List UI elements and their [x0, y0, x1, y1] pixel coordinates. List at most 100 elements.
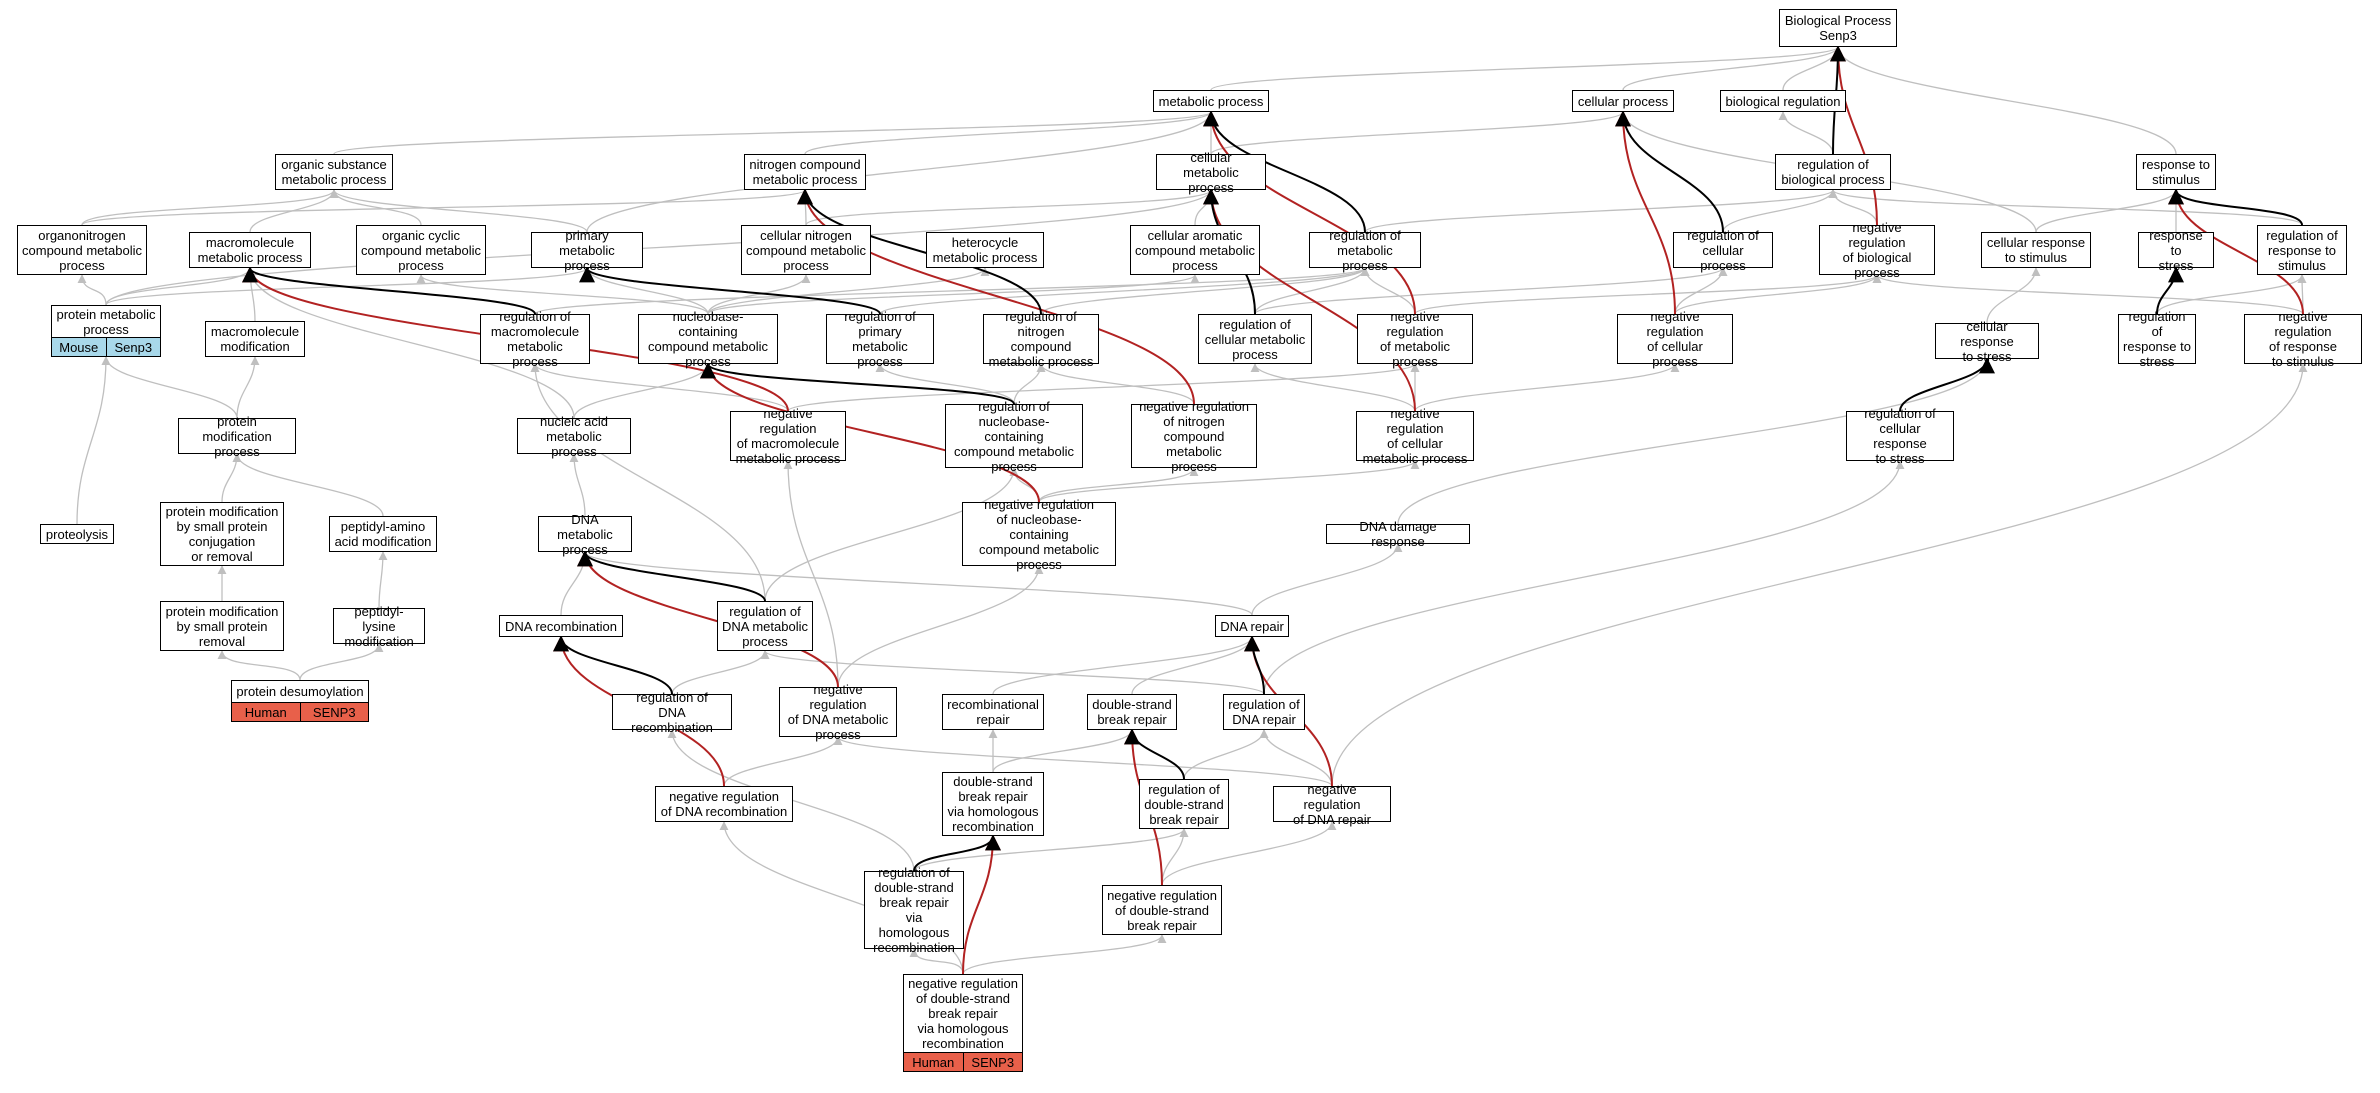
go-term-dnarep[interactable]: DNA repair: [1215, 615, 1289, 637]
go-term-nrncmp[interactable]: negative regulation of nitrogen compound…: [1131, 399, 1257, 474]
is-a-edge: [837, 565, 1044, 688]
go-term-plm[interactable]: peptidyl-lysine modification: [333, 604, 425, 649]
go-term-namp[interactable]: nucleic acid metabolic process: [517, 414, 631, 459]
regulates-edge: [797, 188, 1042, 315]
negatively-regulates-edge: [1830, 45, 1878, 226]
go-term-crstr[interactable]: cellular response to stress: [1935, 319, 2039, 364]
go-term-pmp[interactable]: primary metabolic process: [531, 228, 643, 273]
go-term-ncmp[interactable]: nitrogen compound metabolic process: [744, 154, 866, 190]
go-term-nrdnarep[interactable]: negative regulation of DNA repair: [1273, 782, 1391, 827]
go-term-prot[interactable]: proteolysis: [40, 524, 114, 544]
go-term-rcmp[interactable]: regulation of cellular metabolic process: [1198, 314, 1312, 364]
go-term-dsbrhr[interactable]: double-strand break repair via homologou…: [942, 772, 1044, 836]
is-a-edge: [962, 934, 1167, 975]
go-term-rncmp[interactable]: regulation of nitrogen compound metaboli…: [983, 309, 1099, 369]
go-term-rtstr[interactable]: response to stress: [2138, 228, 2214, 273]
go-term-cp[interactable]: cellular process: [1572, 90, 1674, 112]
go-term-nrcmp[interactable]: negative regulation of cellular metaboli…: [1356, 406, 1474, 466]
go-term-nrdsbr[interactable]: negative regulation of double-strand bre…: [1102, 885, 1222, 935]
go-term-dnarec[interactable]: DNA recombination: [499, 615, 623, 637]
is-a-edge: [1360, 267, 1416, 315]
go-term-osmp[interactable]: organic substance metabolic process: [275, 154, 393, 190]
go-term-rcp[interactable]: regulation of cellular process: [1673, 228, 1773, 273]
is-a-edge: [875, 363, 1015, 405]
go-term-rdnarep[interactable]: regulation of DNA repair: [1223, 694, 1305, 730]
go-term-hmp[interactable]: heterocycle metabolic process: [926, 232, 1044, 268]
go-term-rdnarec[interactable]: regulation of DNA recombination: [612, 690, 732, 735]
go-term-dnamp[interactable]: DNA metabolic process: [538, 512, 632, 557]
go-term-occmp[interactable]: organic cyclic compound metabolic proces…: [356, 225, 486, 275]
is-a-edge: [1210, 111, 1628, 155]
go-term-nrnbcmp[interactable]: negative regulation of nucleobase-contai…: [962, 497, 1116, 572]
go-term-mmp[interactable]: macromolecule metabolic process: [189, 232, 311, 268]
is-a-edge: [1364, 189, 1838, 233]
go-term-mmod[interactable]: macromolecule modification: [205, 321, 305, 357]
go-term-ddr[interactable]: DNA damage response: [1326, 519, 1470, 549]
go-term-rdnamp[interactable]: regulation of DNA metabolic process: [717, 601, 813, 651]
gene-symbol-tag: SENP3: [299, 703, 368, 721]
go-term-nrmp[interactable]: negative regulation of metabolic process: [1357, 309, 1473, 369]
negatively-regulates-edge: [1615, 110, 1676, 315]
go-term-recrep[interactable]: recombinational repair: [942, 694, 1044, 730]
go-term-rmp[interactable]: regulation of metabolic process: [1309, 228, 1421, 273]
is-a-edge: [1674, 267, 1728, 315]
go-term-rdsbr[interactable]: regulation of double-strand break repair: [1139, 779, 1229, 829]
is-a-edge: [569, 453, 586, 517]
is-a-edge: [1414, 363, 1680, 412]
go-term-pmod[interactable]: protein modification process: [178, 414, 296, 459]
is-a-edge: [1161, 821, 1337, 886]
go-term-nrbp[interactable]: negative regulation of biological proces…: [1819, 220, 1935, 280]
go-term-crs[interactable]: cellular response to stimulus: [1981, 232, 2091, 268]
go-term-nrrts[interactable]: negative regulation of response to stimu…: [2244, 309, 2362, 369]
go-term-nrcp[interactable]: negative regulation of cellular process: [1617, 309, 1733, 369]
go-term-nrdsbrhr[interactable]: negative regulation of double-strand bre…: [903, 974, 1023, 1052]
go-term-rpmp[interactable]: regulation of primary metabolic process: [826, 309, 934, 369]
go-term-nrdnarec[interactable]: negative regulation of DNA recombination: [655, 786, 793, 822]
go-term-rts[interactable]: response to stimulus: [2136, 154, 2216, 190]
go-term-rrts[interactable]: regulation of response to stimulus: [2257, 225, 2347, 275]
gene-symbol-tag: Senp3: [105, 338, 160, 356]
is-a-edge: [76, 356, 111, 525]
go-term-rbp[interactable]: regulation of biological process: [1775, 154, 1891, 190]
is-a-edge: [707, 274, 811, 315]
is-a-edge: [805, 189, 1216, 226]
go-term-mp[interactable]: metabolic process: [1153, 90, 1269, 112]
is-a-edge: [1397, 358, 1992, 525]
go-term-br[interactable]: biological regulation: [1720, 90, 1846, 112]
is-a-edge: [105, 189, 1216, 306]
negatively-regulates-edge: [700, 362, 1040, 503]
is-a-edge: [1263, 460, 1905, 695]
go-term-rnbcmp[interactable]: regulation of nucleobase-containing comp…: [945, 399, 1083, 474]
is-a-edge: [534, 267, 1370, 315]
go-term-nrdnamp[interactable]: negative regulation of DNA metabolic pro…: [779, 682, 897, 742]
is-a-edge: [1778, 111, 1834, 155]
go-term-pdesumo[interactable]: protein desumoylation: [231, 680, 369, 702]
go-term-rmmp[interactable]: regulation of macromolecule metabolic pr…: [480, 309, 590, 369]
go-term-prmp[interactable]: protein metabolic process: [51, 305, 161, 337]
regulates-edge: [1244, 635, 1265, 695]
go-term-nrmmp[interactable]: negative regulation of macromolecule met…: [730, 406, 846, 466]
go-term-rrstr[interactable]: regulation of response to stress: [2118, 309, 2196, 369]
go-term-pmspc[interactable]: protein modification by small protein co…: [160, 502, 284, 566]
go-term-pam[interactable]: peptidyl-amino acid modification: [329, 516, 437, 552]
is-a-edge: [783, 460, 839, 688]
go-term-rcrstr[interactable]: regulation of cellular response to stres…: [1846, 406, 1954, 466]
go-term-cncmp[interactable]: cellular nitrogen compound metabolic pro…: [741, 225, 871, 275]
go-term-rdsbrhr[interactable]: regulation of double-strand break repair…: [864, 865, 964, 955]
go-term-nbcmp[interactable]: nucleobase-containing compound metabolic…: [638, 309, 778, 369]
go-term-cmp[interactable]: cellular metabolic process: [1156, 150, 1266, 195]
is-a-edge: [833, 736, 1333, 787]
regulates-edge: [1615, 110, 1724, 233]
is-a-edge: [879, 267, 1370, 315]
gene-symbol-tag: SENP3: [962, 1053, 1022, 1071]
is-a-edge: [299, 643, 384, 681]
go-term-bp[interactable]: Biological Process Senp3: [1779, 9, 1897, 47]
is-a-edge: [1040, 267, 1370, 315]
go-term-dsbr[interactable]: double-strand break repair: [1087, 694, 1177, 730]
go-term-pmspr[interactable]: protein modification by small protein re…: [160, 601, 284, 651]
is-a-edge: [329, 189, 588, 233]
go-term-cacmp[interactable]: cellular aromatic compound metabolic pro…: [1130, 225, 1260, 275]
go-term-oncmp[interactable]: organonitrogen compound metabolic proces…: [17, 225, 147, 275]
is-a-edge: [1828, 189, 2303, 226]
